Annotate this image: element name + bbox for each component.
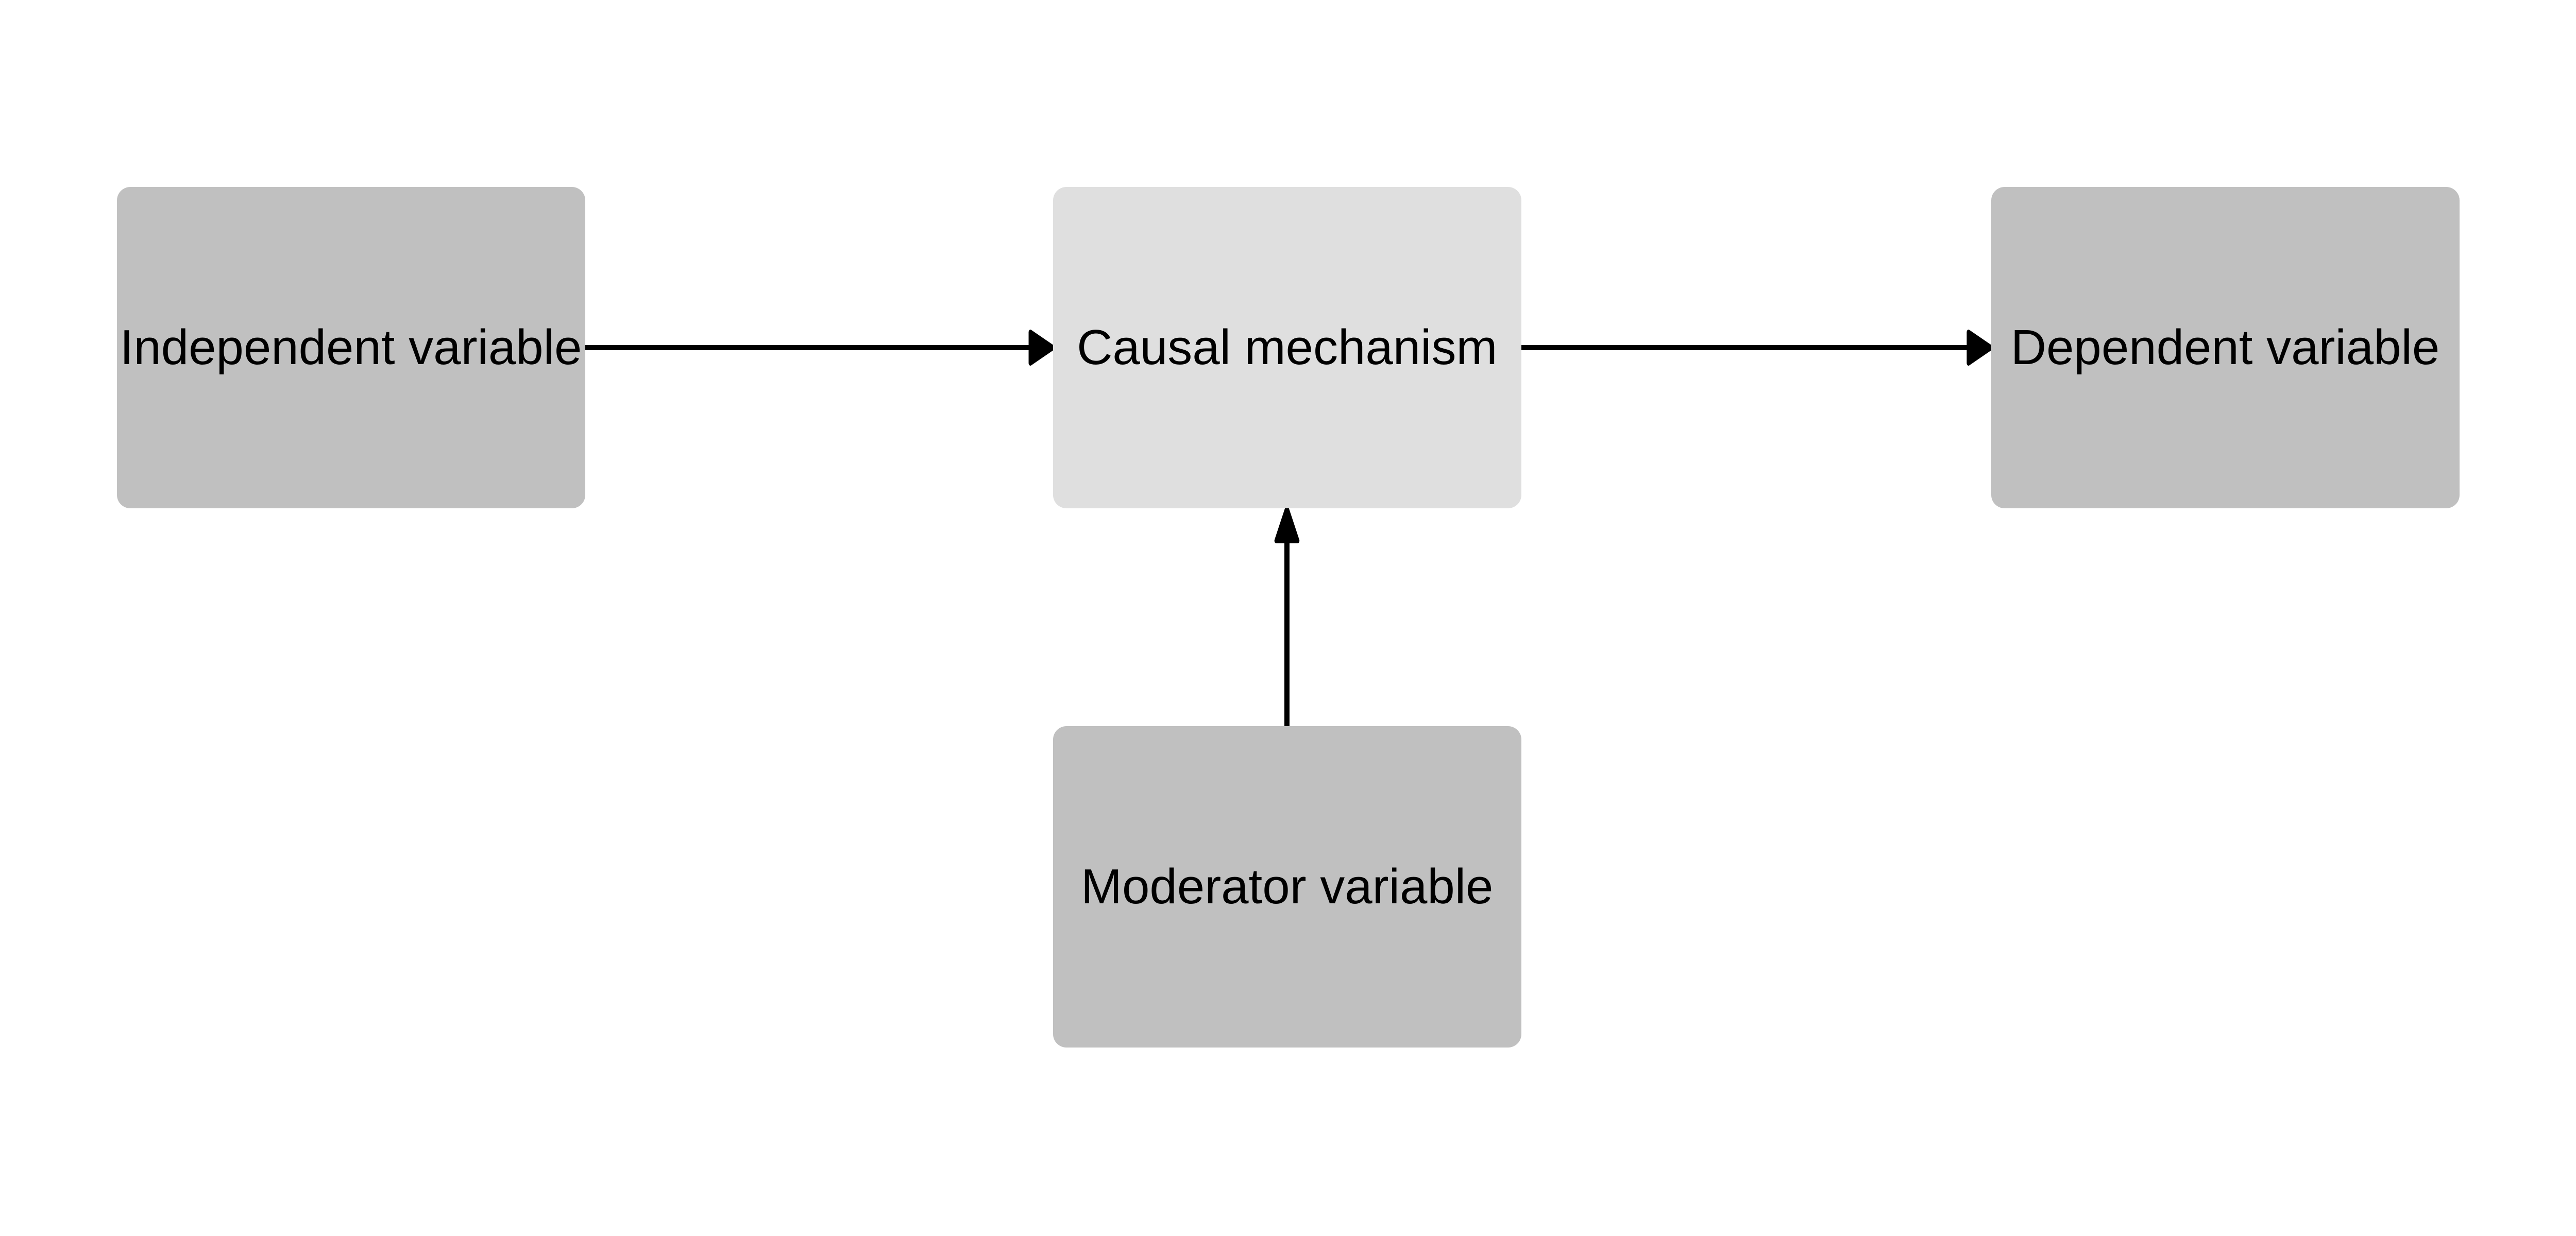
arrowhead-icon <box>1274 506 1300 543</box>
node-label: Independent variable <box>120 320 582 375</box>
node-dependent-variable: Dependent variable <box>1991 187 2460 508</box>
node-independent-variable: Independent variable <box>116 187 585 508</box>
node-causal-mechanism: Causal mechanism <box>1053 187 1521 508</box>
node-label: Moderator variable <box>1081 859 1494 914</box>
node-label: Dependent variable <box>2010 320 2440 375</box>
node-label: Causal mechanism <box>1077 320 1498 375</box>
arrowhead-icon <box>1967 330 1993 366</box>
node-moderator-variable: Moderator variable <box>1053 726 1521 1048</box>
arrowhead-icon <box>1028 330 1055 366</box>
